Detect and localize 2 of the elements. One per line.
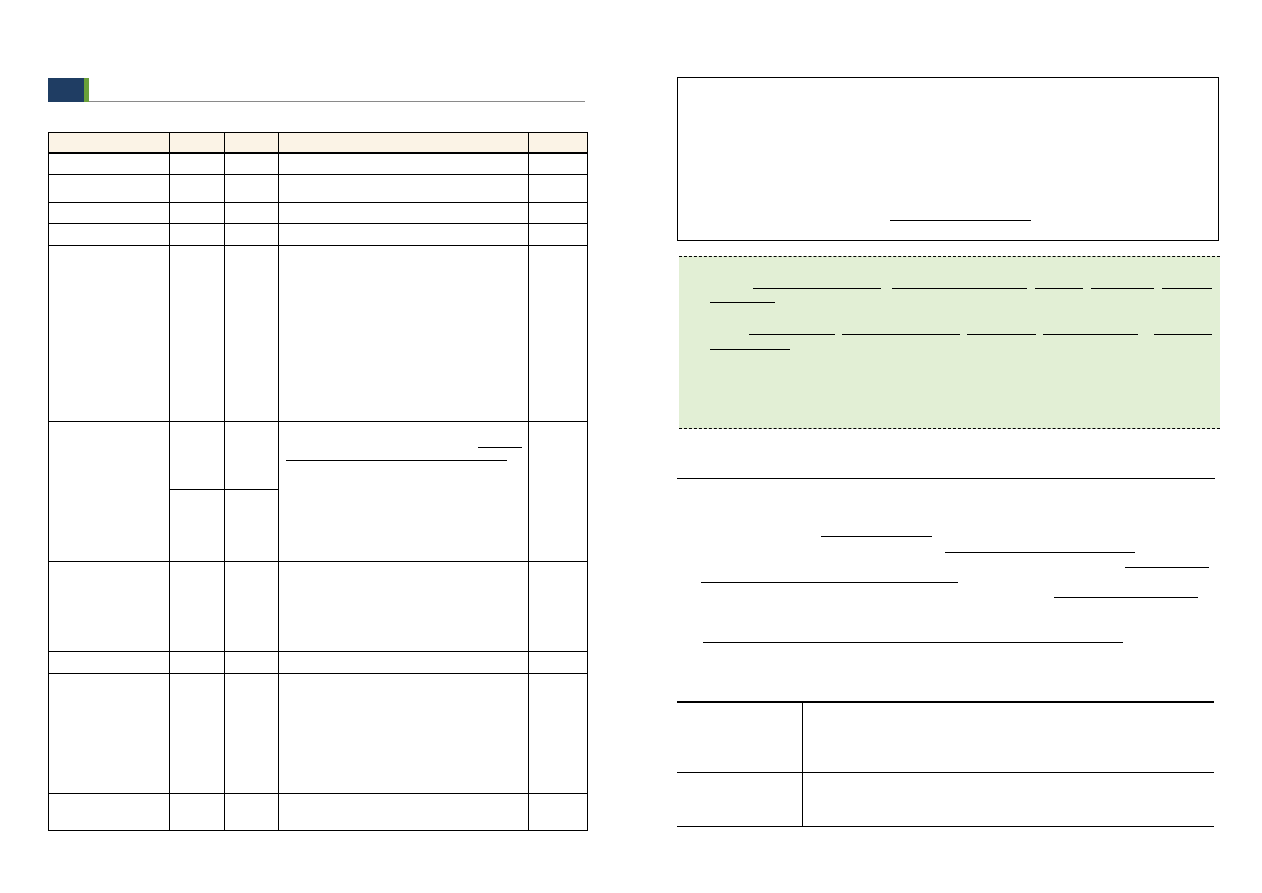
note-panel bbox=[679, 256, 1220, 429]
text-box bbox=[677, 77, 1219, 241]
